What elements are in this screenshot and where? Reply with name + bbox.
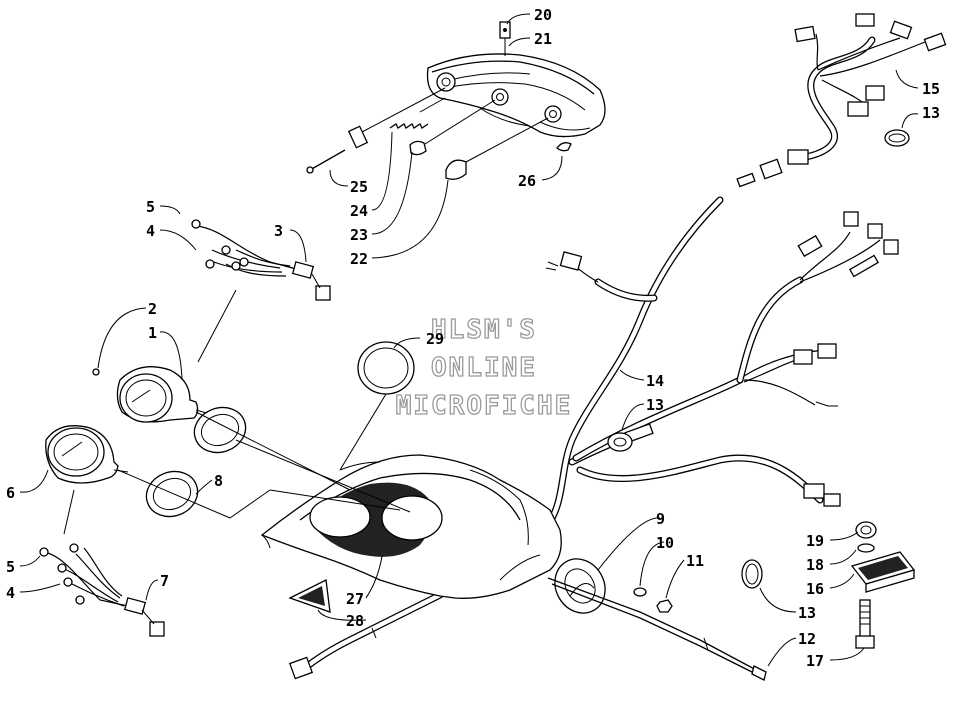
spring-part	[389, 97, 446, 129]
clamp-upper	[884, 129, 910, 147]
callout-16: 16	[806, 580, 824, 598]
harness-lower	[288, 591, 444, 680]
regulator-washer	[857, 543, 875, 553]
instrument-pod-housing	[426, 53, 606, 138]
voltage-regulator	[850, 551, 916, 593]
callout-28: 28	[346, 612, 364, 630]
main-harness-upper	[796, 33, 931, 162]
speedometer-gauge	[92, 366, 211, 423]
callout-5-upper: 5	[146, 198, 155, 216]
callout-13-upper: 13	[922, 104, 940, 122]
callout-17: 17	[806, 652, 824, 670]
callout-21: 21	[534, 30, 552, 48]
callout-13-lower: 13	[798, 604, 816, 622]
callout-5-lower: 5	[6, 558, 15, 576]
callout-25: 25	[350, 178, 368, 196]
callout-4-lower: 4	[6, 584, 15, 602]
main-harness	[544, 196, 881, 529]
callout-19: 19	[806, 532, 824, 550]
callout-8: 8	[214, 472, 223, 490]
callout-7: 7	[160, 572, 169, 590]
leader-lines	[19, 13, 919, 667]
bulb-socket-harness	[306, 87, 446, 174]
decal-triangle	[288, 579, 331, 613]
callout-22: 22	[350, 250, 368, 268]
harness-connectors	[545, 211, 899, 507]
watermark-line-3: MICROFICHE	[396, 391, 573, 421]
callout-20: 20	[534, 6, 552, 24]
clamp-lower	[741, 559, 763, 589]
callout-6: 6	[6, 484, 15, 502]
callout-labels: 20 21 15 13 25 26 24 23 22 5 3 4 2 1 29 …	[6, 6, 940, 670]
watermark-line-1: HLSM'S	[431, 315, 537, 345]
callout-18: 18	[806, 556, 824, 574]
callout-9: 9	[656, 510, 665, 528]
tachometer-gauge	[45, 425, 129, 484]
callout-29: 29	[426, 330, 444, 348]
grommet-mid	[607, 432, 633, 452]
callout-13-mid: 13	[646, 396, 664, 414]
callout-26: 26	[518, 172, 536, 190]
gauge-harness-upper	[191, 219, 331, 363]
regulator-nut	[855, 521, 877, 539]
callout-12: 12	[798, 630, 816, 648]
callout-11: 11	[686, 552, 704, 570]
bulb-part	[556, 142, 572, 152]
callout-14: 14	[646, 372, 664, 390]
bushing-part	[409, 99, 496, 156]
bezel-upper	[193, 406, 247, 454]
watermark-line-2: ONLINE	[431, 353, 537, 383]
grommet-part	[445, 117, 549, 180]
pod-clip	[499, 21, 511, 56]
callout-15: 15	[922, 80, 940, 98]
speedo-cable	[547, 577, 767, 681]
callout-10: 10	[656, 534, 674, 552]
callout-27: 27	[346, 590, 364, 608]
lens-cover	[357, 341, 415, 395]
dash-panel	[260, 454, 562, 599]
watermark: HLSM'S ONLINE MICROFICHE	[395, 314, 573, 421]
gauge-harness-lower	[39, 489, 165, 637]
callout-24: 24	[350, 202, 368, 220]
alignment-lines	[117, 393, 411, 519]
callout-23: 23	[350, 226, 368, 244]
regulator-bolt	[855, 599, 875, 649]
callout-3: 3	[274, 222, 283, 240]
callout-1: 1	[148, 324, 157, 342]
nut	[656, 599, 673, 613]
washer	[633, 587, 647, 597]
callout-4-upper: 4	[146, 222, 155, 240]
bezel-lower	[145, 470, 199, 518]
harness-connectors-upper	[736, 13, 947, 188]
callout-2: 2	[148, 300, 157, 318]
